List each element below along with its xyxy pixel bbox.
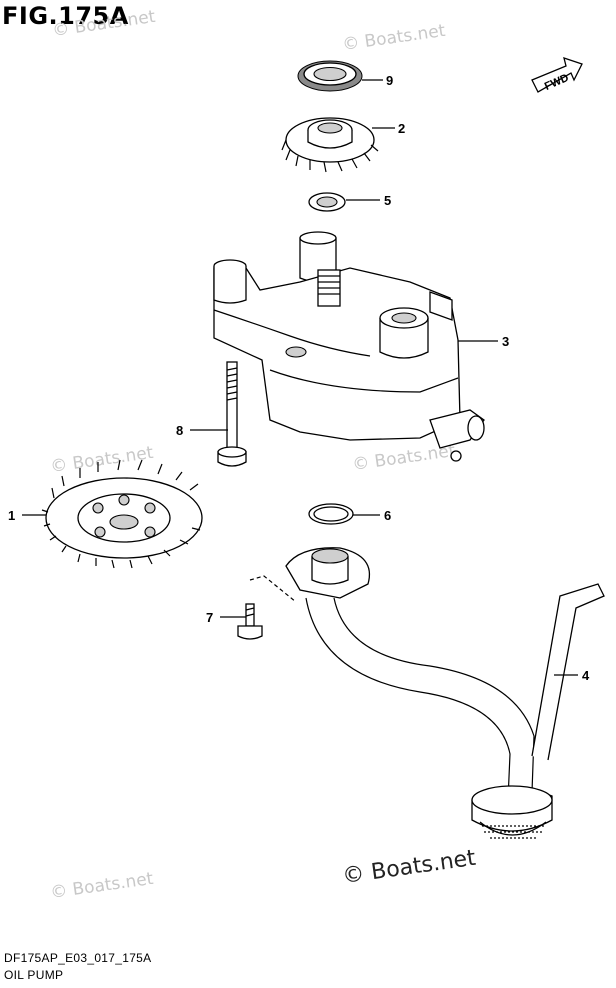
callout-3[interactable]: 3 [502,334,509,349]
callout-7[interactable]: 7 [206,610,213,625]
callout-4[interactable]: 4 [582,668,590,683]
fwd-arrow-icon: FWD [531,57,583,93]
part-bolt[interactable] [237,603,263,640]
part-driven-gear[interactable] [281,117,379,173]
part-washer[interactable] [308,192,346,212]
diagram-code: DF175AP_E03_017_175A [4,951,152,965]
figure-title: FIG.175A [2,2,129,30]
part-drive-gear[interactable] [41,459,203,569]
callout-9[interactable]: 9 [386,73,393,88]
part-long-bolt[interactable] [217,361,247,467]
callout-6[interactable]: 6 [384,508,391,523]
callout-1[interactable]: 1 [8,508,15,523]
callout-5[interactable]: 5 [384,193,391,208]
part-oil-strainer-pipe[interactable] [285,547,605,839]
callout-leaders [22,79,578,676]
callout-2[interactable]: 2 [398,121,405,136]
part-oil-seal[interactable] [297,60,363,92]
callout-8[interactable]: 8 [176,423,183,438]
diagram-subtitle: OIL PUMP [4,968,64,982]
alignment-line [249,575,297,603]
part-oil-pump-assembly[interactable] [213,231,485,462]
part-o-ring[interactable] [308,503,354,525]
